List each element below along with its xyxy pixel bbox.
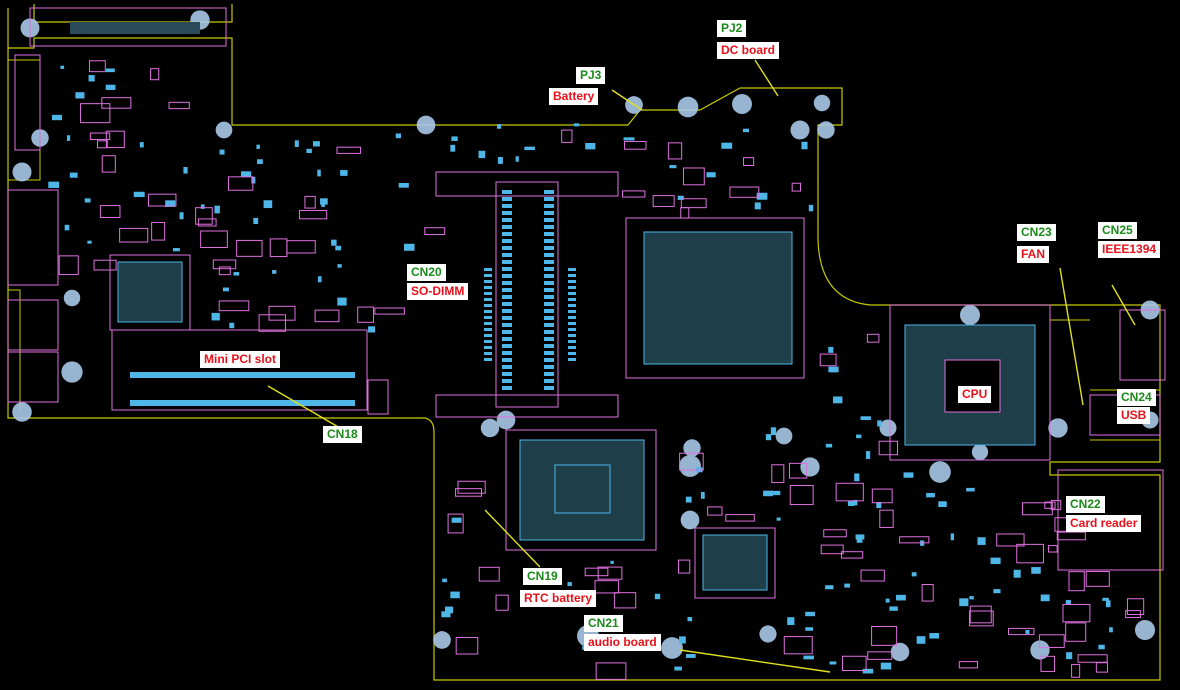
audio-board-label: audio board: [584, 634, 661, 651]
bga-chip-southbridge: [505, 429, 657, 551]
cpu-socket: [889, 304, 1051, 461]
cn20-label: CN20: [407, 264, 446, 281]
pj3-label: PJ3: [576, 67, 606, 84]
bga-chip-audio: [694, 527, 776, 599]
pj2-label: PJ2: [717, 20, 747, 37]
cn18-label: CN18: [323, 426, 362, 443]
fan-label: FAN: [1017, 246, 1049, 263]
dc-board-label: DC board: [717, 42, 779, 59]
so-dimm-slot: [435, 171, 619, 418]
bga-chip-video: [109, 254, 191, 331]
cpu-label: CPU: [958, 386, 992, 403]
cn19-label: CN19: [523, 568, 562, 585]
ieee1394-label: IEEE1394: [1098, 241, 1161, 258]
battery-label: Battery: [549, 88, 599, 105]
cn23-label: CN23: [1017, 224, 1056, 241]
rtc-battery-label: RTC battery: [520, 590, 597, 607]
top-connector-pins: [70, 22, 200, 34]
cn22-label: CN22: [1066, 496, 1105, 513]
cn25-label: CN25: [1098, 222, 1137, 239]
usb-label: USB: [1117, 407, 1151, 424]
card-reader-label: Card reader: [1066, 515, 1142, 532]
cn21-label: CN21: [584, 615, 623, 632]
cn24-label: CN24: [1117, 389, 1156, 406]
component-pads: [48, 65, 1113, 674]
bga-chip-northbridge: [625, 217, 805, 379]
so-dimm-label: SO-DIMM: [407, 283, 469, 300]
left-edge-connectors: [7, 54, 59, 403]
top-connector: [29, 7, 227, 47]
mini-pci-slot: [111, 329, 389, 415]
leader-lines: [267, 59, 1136, 673]
so-dimm-pins: [484, 190, 576, 390]
mini-pci-slot-label: Mini PCI slot: [200, 351, 280, 368]
right-connectors: [1057, 309, 1166, 571]
